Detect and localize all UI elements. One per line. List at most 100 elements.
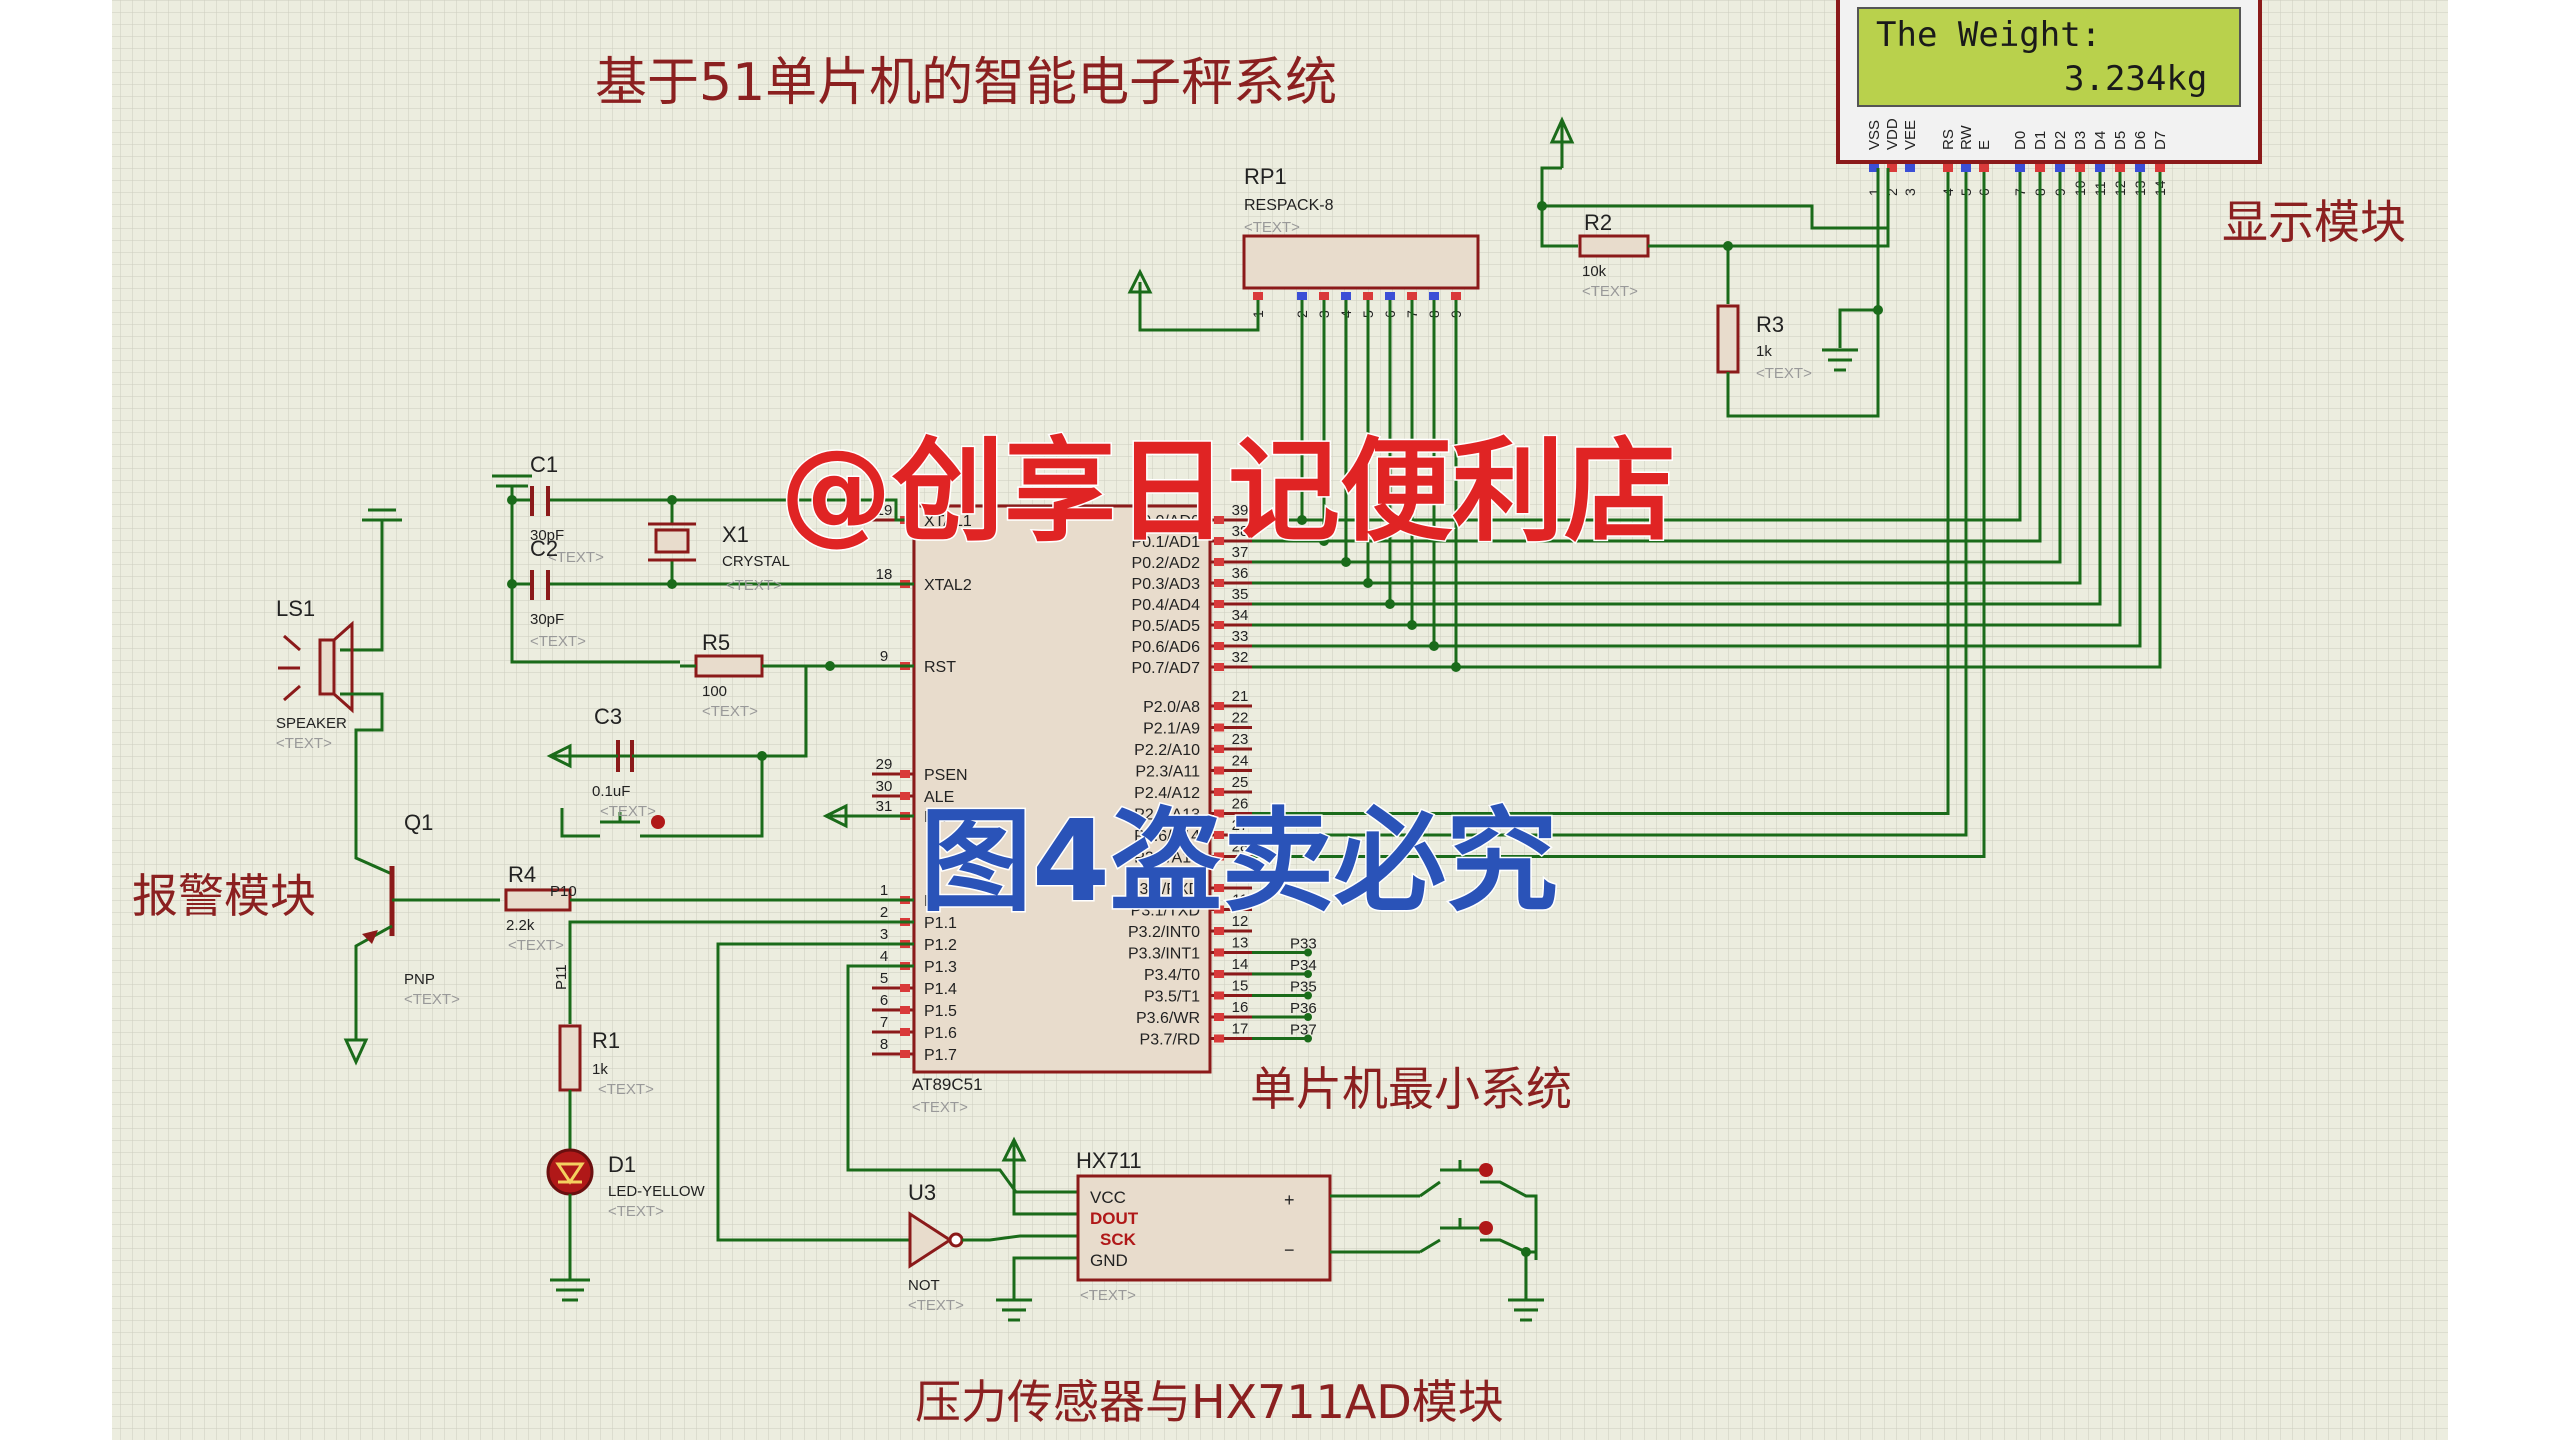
mcu-pin-number: 22 xyxy=(1232,710,1249,727)
mcu-pin-label: P1.1 xyxy=(924,915,957,932)
mcu-pin-marker xyxy=(1214,537,1224,545)
mcu-pin-marker xyxy=(1214,809,1224,818)
lcd-pin-name: D2 xyxy=(2052,131,2069,150)
lcd-pin-number: 3 xyxy=(1902,188,1918,196)
mcu-pin-label: P2.4/A12 xyxy=(1134,785,1200,802)
bus-wire xyxy=(1252,172,2162,669)
c3-ref: C3 xyxy=(594,704,622,729)
mcu-pin-marker xyxy=(1214,558,1224,566)
lcd-pin-marker xyxy=(1869,164,1879,172)
lcd-pin-name: D7 xyxy=(2152,131,2169,150)
r3-body xyxy=(1716,304,1740,374)
rp1-pin-marker xyxy=(1451,292,1461,300)
c2-text: <TEXT> xyxy=(530,633,586,650)
hx711-text: <TEXT> xyxy=(1080,1287,1136,1304)
mcu-pin-number: 38 xyxy=(1232,523,1249,540)
p3-net-label: P35 xyxy=(1290,979,1317,996)
main-title: 基于51单片机的智能电子秤系统 xyxy=(595,53,1337,113)
hx711-pin-dout: DOUT xyxy=(1090,1209,1139,1228)
mcu-pin-label: P1.6 xyxy=(924,1025,957,1042)
mcu-pin-label: P3.5/T1 xyxy=(1144,989,1200,1006)
u3-ref: U3 xyxy=(908,1180,936,1205)
mcu-pin-number: 18 xyxy=(876,566,893,583)
lcd-pin-name: RW xyxy=(1958,124,1975,150)
control-wire xyxy=(1252,172,1968,837)
lcd-pin-marker xyxy=(2095,164,2105,172)
lcd-pin-name: RS xyxy=(1940,129,1957,150)
lcd-pin-name: D5 xyxy=(2112,131,2129,150)
mcu-pin-marker xyxy=(1214,600,1224,608)
alarm-circuit: LS1 SPEAKER <TEXT> Q1 PNP <TEXT> R4 P10 … xyxy=(276,508,914,1302)
watermark-middle: 图4盗卖必究 xyxy=(920,797,1558,927)
lcd-pin-name: VEE xyxy=(1902,120,1919,150)
rp1-pin-marker xyxy=(1297,292,1307,300)
r4-net: P10 xyxy=(550,883,577,900)
lcd-pin-marker xyxy=(1979,164,1989,172)
mcu-pin-label: PSEN xyxy=(924,767,968,784)
mcu-pin-label: P1.2 xyxy=(924,937,957,954)
p3-net-dot xyxy=(1304,970,1312,978)
c3-text: <TEXT> xyxy=(600,803,656,820)
mcu-left-pins: 19XTAL118XTAL29RST29PSEN30ALE31EA1P1.02P… xyxy=(872,502,972,1064)
hx711-pin-gnd: GND xyxy=(1090,1251,1128,1270)
lcd-pin-marker xyxy=(1887,164,1897,172)
junction-dot xyxy=(1341,557,1351,567)
lcd-pin-marker xyxy=(2135,164,2145,172)
mcu-pin-label: P0.6/AD6 xyxy=(1132,639,1201,656)
mcu-pin-label: P0.4/AD4 xyxy=(1132,597,1201,614)
mcu-pin-marker xyxy=(1214,663,1224,671)
mcu-pin-label: P2.6/A14 xyxy=(1134,828,1200,845)
junction-dot xyxy=(1363,578,1373,588)
r4-value: 2.2k xyxy=(506,917,535,934)
junction-dot xyxy=(1385,599,1395,609)
lcd-pin-marker xyxy=(2075,164,2085,172)
mcu-pin-marker xyxy=(1214,927,1224,935)
rp1-pin-marker xyxy=(1253,292,1263,300)
mcu-pin-label: P1.0 xyxy=(924,893,957,910)
r3-ref: R3 xyxy=(1756,312,1784,337)
hx711-plus: + xyxy=(1284,1190,1295,1210)
reset-circuit: R5 100 <TEXT> C3 0.1uF <TEXT> xyxy=(512,630,914,838)
mcu-pin-number: 35 xyxy=(1232,586,1249,603)
mcu-pin-number: 36 xyxy=(1232,565,1249,582)
r1-net: P11 xyxy=(553,964,570,990)
lcd-pin-name: D6 xyxy=(2132,131,2149,150)
mcu-pin-marker xyxy=(900,1006,910,1014)
mcu-name: AT89C51 xyxy=(912,1075,983,1094)
bus-wire xyxy=(1252,172,2062,564)
mcu-pin-label: P0.1/AD1 xyxy=(1132,534,1201,551)
lcd-pin-number: 1 xyxy=(1866,188,1882,196)
p3-net-label: P37 xyxy=(1290,1022,1317,1039)
u3-text: <TEXT> xyxy=(908,1297,964,1314)
mcu-pin-label: P0.7/AD7 xyxy=(1132,660,1201,677)
lcd-screen xyxy=(1857,7,2241,107)
lcd-pins: VSS1VDD2VEE3RS4RW5E6D07D18D29D310D411D51… xyxy=(1866,118,2169,196)
mcu-pin-number: 1 xyxy=(880,882,888,899)
mcu-min-system-label: 单片机最小系统 xyxy=(1250,1062,1572,1116)
control-wire xyxy=(1252,172,1986,858)
mcu-pin-label: P1.5 xyxy=(924,1003,957,1020)
mcu-pin-label: P3.3/INT1 xyxy=(1128,946,1200,963)
mcu-pin-number: 24 xyxy=(1232,753,1249,770)
hx711-body xyxy=(1076,1174,1332,1282)
junction-dot xyxy=(1429,641,1439,651)
mcu-pin-number: 30 xyxy=(876,778,893,795)
mcu-pin-number: 16 xyxy=(1232,999,1249,1016)
mcu-pin-marker xyxy=(1214,621,1224,629)
q1-value: PNP xyxy=(404,971,435,988)
mcu-pin-marker xyxy=(900,792,910,800)
mcu-pin-marker xyxy=(1214,991,1224,1000)
c2-value: 30pF xyxy=(530,611,564,628)
sensor-circuit: U3 NOT <TEXT> HX711 VCC DOUT SCK GND + −… xyxy=(716,942,1544,1322)
bus-wire xyxy=(1252,172,2142,648)
bus-wire xyxy=(1252,172,2102,606)
mcu-pin-marker xyxy=(900,770,910,778)
mcu-pin-number: 26 xyxy=(1232,796,1249,813)
mcu-pin-number: 21 xyxy=(1232,688,1249,705)
junction-dot xyxy=(1451,662,1461,672)
x1-value: CRYSTAL xyxy=(722,553,790,570)
contrast-network: R2 10k <TEXT> R3 1k <TEXT> xyxy=(1537,116,1890,418)
mcu-pin-marker xyxy=(900,984,910,992)
r1-value: 1k xyxy=(592,1061,608,1078)
